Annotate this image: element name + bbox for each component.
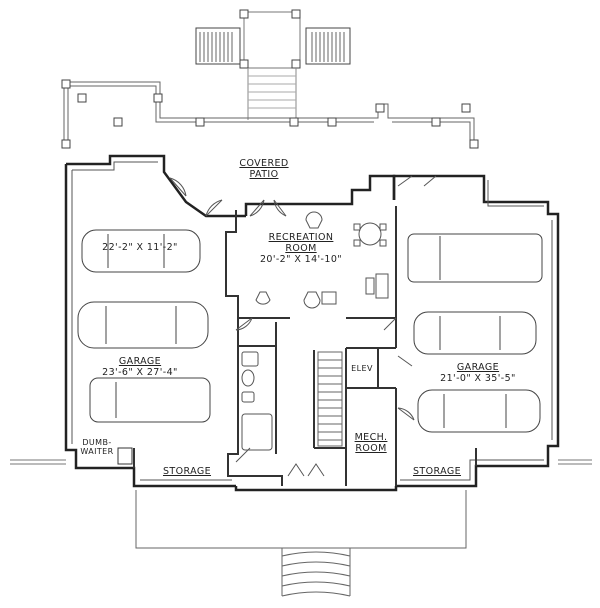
- dumbwaiter-label: DUMB- WAITER: [76, 438, 118, 456]
- exterior-walls: [64, 154, 560, 492]
- upper-deck: [195, 9, 351, 120]
- storage-left-label: STORAGE: [162, 466, 212, 477]
- covered-patio-line1: COVERED: [239, 158, 289, 169]
- garage-left-label: GARAGE 23'-6" X 27'-4": [80, 356, 200, 378]
- garage-right-dims: 21'-0" X 35'-5": [440, 373, 516, 384]
- covered-patio-line2: PATIO: [249, 169, 279, 180]
- mech-room-line2: ROOM: [355, 443, 387, 454]
- dumbwaiter-line1: DUMB-: [82, 438, 112, 447]
- recreation-room-line2: ROOM: [285, 243, 317, 254]
- recreation-room-label: RECREATION ROOM 20'-2" X 14'-10": [246, 232, 356, 265]
- covered-patio-label: COVERED PATIO: [232, 158, 296, 180]
- garage-left-name: GARAGE: [118, 356, 162, 367]
- cars: [77, 229, 543, 433]
- interior-stairs: [317, 351, 343, 447]
- garage-right-name: GARAGE: [456, 362, 500, 373]
- ground-lines: [10, 459, 592, 465]
- storage-right-label: STORAGE: [412, 466, 462, 477]
- bath-fixtures: [241, 351, 273, 451]
- dumbwaiter-line2: WAITER: [80, 447, 114, 456]
- dumbwaiter-shaft: [117, 447, 133, 465]
- garage-right-label: GARAGE 21'-0" X 35'-5": [422, 362, 534, 384]
- front-porch: [135, 490, 467, 597]
- mech-room-line1: MECH.: [354, 432, 388, 443]
- recreation-furniture: [255, 211, 389, 309]
- garage-left-dims: 23'-6" X 27'-4": [102, 367, 178, 378]
- mech-room-label: MECH. ROOM: [348, 432, 394, 454]
- porch-railing: [61, 79, 479, 149]
- interior-walls: [133, 206, 477, 486]
- elevator-label: ELEV: [351, 364, 373, 373]
- recreation-room-line1: RECREATION: [268, 232, 334, 243]
- recreation-room-dims: 20'-2" X 14'-10": [259, 254, 343, 265]
- doors: [169, 175, 437, 477]
- garage-left-bay-dims: 22'-2" X 11'-2": [102, 242, 178, 253]
